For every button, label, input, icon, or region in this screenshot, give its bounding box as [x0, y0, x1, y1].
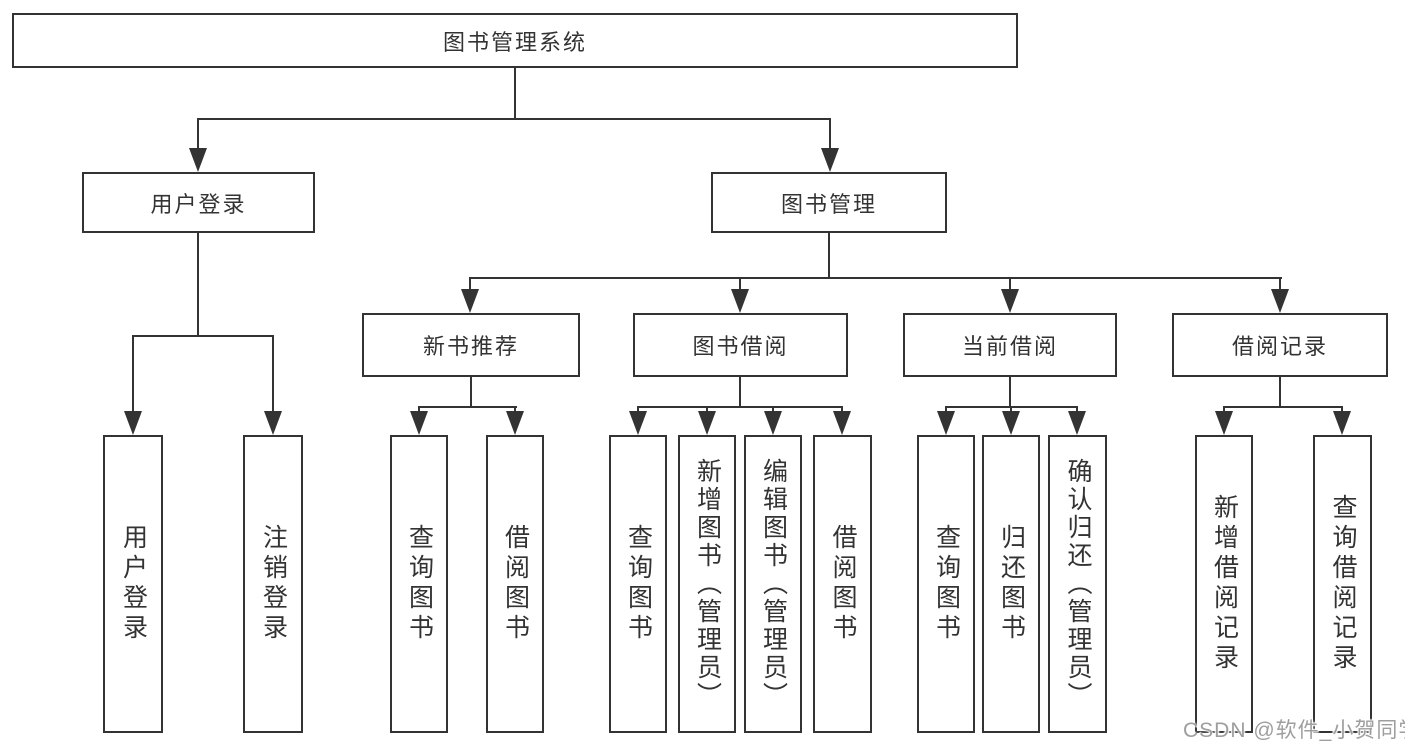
- arrowhead-down-icon: [764, 411, 782, 435]
- connector-line: [418, 406, 517, 408]
- node-current-borrow: 当前借阅: [903, 313, 1117, 377]
- connector-line: [197, 118, 199, 154]
- leaf-add-borrow-record: 新增借阅记录: [1195, 435, 1253, 733]
- connector-line: [470, 377, 472, 408]
- connector-line: [739, 377, 741, 408]
- csdn-watermark: CSDN @软件_小贺同学: [1183, 719, 1405, 742]
- arrowhead-down-icon: [821, 148, 839, 172]
- leaf-confirm-return-admin: 确认归还（管理员）: [1048, 435, 1107, 733]
- leaf-logout: 注销登录: [243, 435, 303, 733]
- arrowhead-down-icon: [410, 411, 428, 435]
- node-new-book-recommend: 新书推荐: [362, 313, 580, 377]
- node-system-root: 图书管理系统: [12, 13, 1018, 68]
- leaf-user-login: 用户登录: [103, 435, 163, 733]
- connector-line: [132, 335, 274, 337]
- arrowhead-down-icon: [461, 289, 479, 313]
- connector-line: [829, 118, 831, 154]
- arrowhead-down-icon: [1001, 289, 1019, 313]
- arrowhead-down-icon: [833, 411, 851, 435]
- connector-line: [1009, 277, 1011, 293]
- leaf-edit-book-admin: 编辑图书（管理员）: [744, 435, 802, 733]
- arrowhead-down-icon: [731, 289, 749, 313]
- arrowhead-down-icon: [1333, 411, 1351, 435]
- arrowhead-down-icon: [124, 411, 142, 435]
- leaf-add-book-admin: 新增图书（管理员）: [678, 435, 736, 733]
- leaf-borrow-books-recommend: 借阅图书: [486, 435, 544, 733]
- leaf-query-books-current: 查询图书: [917, 435, 975, 733]
- leaf-query-books-recommend: 查询图书: [390, 435, 448, 733]
- arrowhead-down-icon: [1068, 411, 1086, 435]
- connector-line: [1223, 406, 1343, 408]
- connector-line: [132, 335, 134, 415]
- connector-line: [197, 233, 199, 337]
- node-book-borrow: 图书借阅: [633, 313, 848, 377]
- arrowhead-down-icon: [1002, 411, 1020, 435]
- arrowhead-down-icon: [189, 148, 207, 172]
- arrowhead-down-icon: [698, 411, 716, 435]
- arrowhead-down-icon: [937, 411, 955, 435]
- connector-line: [514, 66, 516, 120]
- arrowhead-down-icon: [264, 411, 282, 435]
- node-book-management: 图书管理: [711, 172, 947, 233]
- connector-line: [637, 406, 843, 408]
- node-user-login: 用户登录: [82, 172, 315, 233]
- connector-line: [1009, 377, 1011, 408]
- connector-line: [739, 277, 741, 293]
- connector-line: [469, 277, 471, 293]
- connector-line: [272, 335, 274, 415]
- node-borrow-records: 借阅记录: [1172, 313, 1388, 377]
- connector-line: [1279, 277, 1281, 293]
- leaf-query-books-borrow: 查询图书: [609, 435, 667, 733]
- connector-line: [197, 118, 831, 120]
- arrowhead-down-icon: [1215, 411, 1233, 435]
- leaf-borrow-books: 借阅图书: [813, 435, 872, 733]
- connector-line: [1279, 377, 1281, 408]
- connector-line: [828, 233, 830, 279]
- leaf-query-borrow-record: 查询借阅记录: [1313, 435, 1372, 733]
- arrowhead-down-icon: [629, 411, 647, 435]
- leaf-return-books: 归还图书: [982, 435, 1040, 733]
- connector-line: [469, 277, 1282, 279]
- arrowhead-down-icon: [1271, 289, 1289, 313]
- arrowhead-down-icon: [506, 411, 524, 435]
